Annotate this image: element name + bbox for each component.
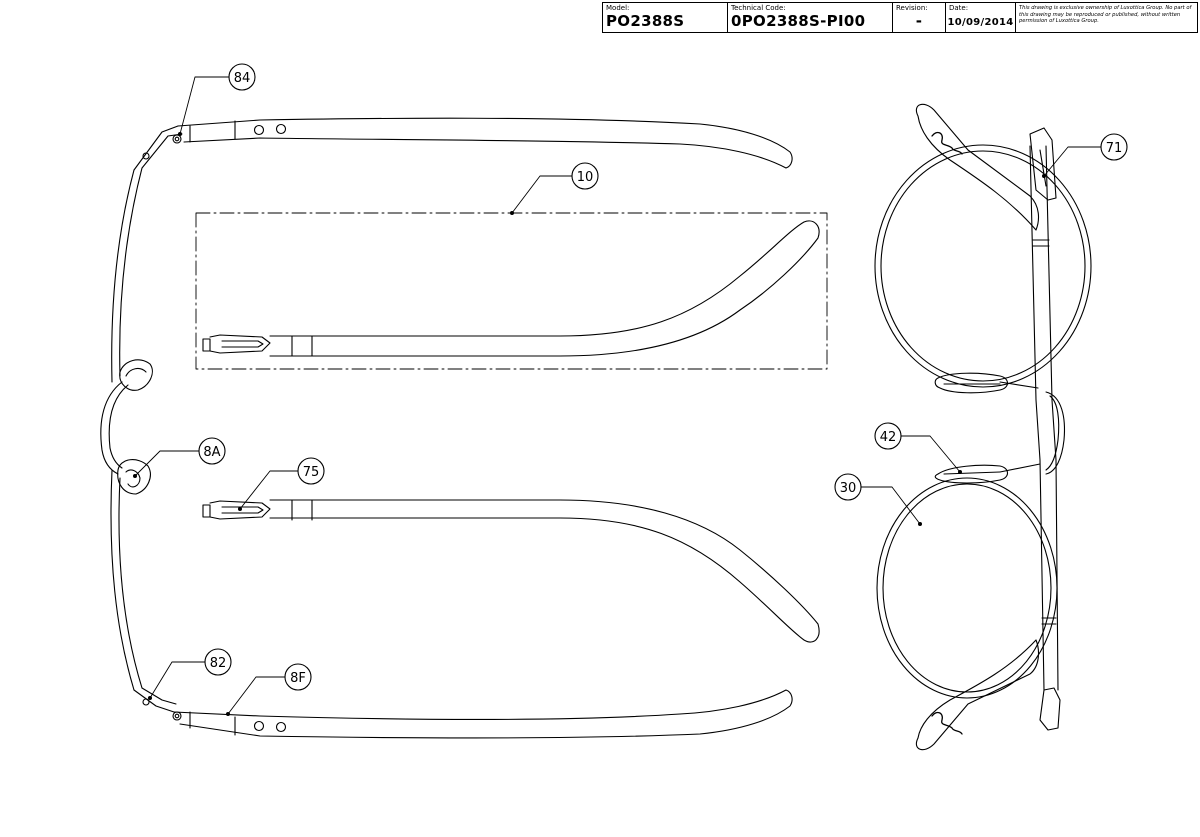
ownership-cell: This drawing is exclusive ownership of L… <box>1016 3 1197 32</box>
temple-side-view-10 <box>202 220 820 357</box>
upper-hinge-screw <box>172 134 182 144</box>
model-label: Model: <box>606 4 630 12</box>
bridge <box>100 381 123 475</box>
technical-code-value: 0PO2388S-PI00 <box>731 12 866 30</box>
upper-end-piece-71 <box>1029 127 1057 201</box>
detail-box-10 <box>195 212 828 370</box>
temple-side-view-75 <box>202 499 820 643</box>
ownership-note: This drawing is exclusive ownership of L… <box>1019 5 1192 25</box>
lower-temple-tip <box>916 639 1040 751</box>
callout-84-label: 84 <box>234 71 251 86</box>
date-label: Date: <box>949 4 969 12</box>
callout-bubbles <box>198 63 1128 691</box>
bridge-block <box>1045 391 1066 475</box>
upper-temple-tip <box>916 103 1040 231</box>
frame-top-view <box>100 117 793 739</box>
upper-nose-pad <box>119 359 153 391</box>
upper-lens <box>874 144 1092 388</box>
lower-end-piece <box>1039 687 1061 731</box>
revision-label: Revision: <box>896 4 928 12</box>
lower-nose-pad-42 <box>934 464 1009 484</box>
lower-rim-outer <box>110 469 135 691</box>
callout-30-label: 30 <box>840 481 857 496</box>
upper-rim-outer <box>111 169 135 383</box>
upper-logo <box>931 131 963 155</box>
callout-75-label: 75 <box>303 465 320 480</box>
date-value: 10/09/2014 <box>947 17 1014 28</box>
model-cell: Model: PO2388S <box>603 3 728 32</box>
upper-endpiece <box>133 125 179 171</box>
callout-75 <box>297 457 325 485</box>
frame-side-view <box>874 103 1092 751</box>
callout-42-label: 42 <box>880 430 897 445</box>
upper-temple <box>177 117 793 169</box>
callout-10-label: 10 <box>577 170 594 185</box>
lower-nose-pad <box>117 459 151 495</box>
callout-8f-label: 8F <box>290 671 306 686</box>
callout-84 <box>228 63 256 91</box>
lower-rim-inner <box>118 477 143 689</box>
callout-8f <box>284 663 312 691</box>
leader-lines <box>134 76 1102 715</box>
callout-8a <box>198 437 226 465</box>
model-value: PO2388S <box>606 12 685 30</box>
callout-10 <box>571 162 599 190</box>
revision-cell: Revision: - <box>893 3 946 32</box>
brand-logo-marks <box>931 131 963 735</box>
callout-8a-label: 8A <box>203 445 220 460</box>
callout-71-label: 71 <box>1106 141 1123 156</box>
leader-dots <box>133 132 1046 716</box>
lower-lens-30 <box>876 477 1058 699</box>
callout-82 <box>204 648 232 676</box>
lower-endpiece <box>133 689 175 713</box>
lower-logo <box>931 711 963 735</box>
upper-rim-inner <box>119 167 143 377</box>
technical-code-label: Technical Code: <box>731 4 786 12</box>
callout-82-label: 82 <box>210 656 227 671</box>
technical-code-cell: Technical Code: 0PO2388S-PI00 <box>728 3 893 32</box>
callout-71 <box>1100 133 1128 161</box>
revision-value: - <box>915 12 923 30</box>
callout-labels: 84 10 8A 75 82 8F 71 42 30 <box>203 71 1122 686</box>
date-cell: Date: 10/09/2014 <box>946 3 1016 32</box>
lower-temple <box>173 689 793 739</box>
upper-nose-pad-side <box>934 372 1009 394</box>
callout-42 <box>874 422 902 450</box>
callout-30 <box>834 473 862 501</box>
lower-hinge-screw <box>172 711 182 721</box>
title-block: Model: PO2388S Technical Code: 0PO2388S-… <box>602 2 1198 33</box>
